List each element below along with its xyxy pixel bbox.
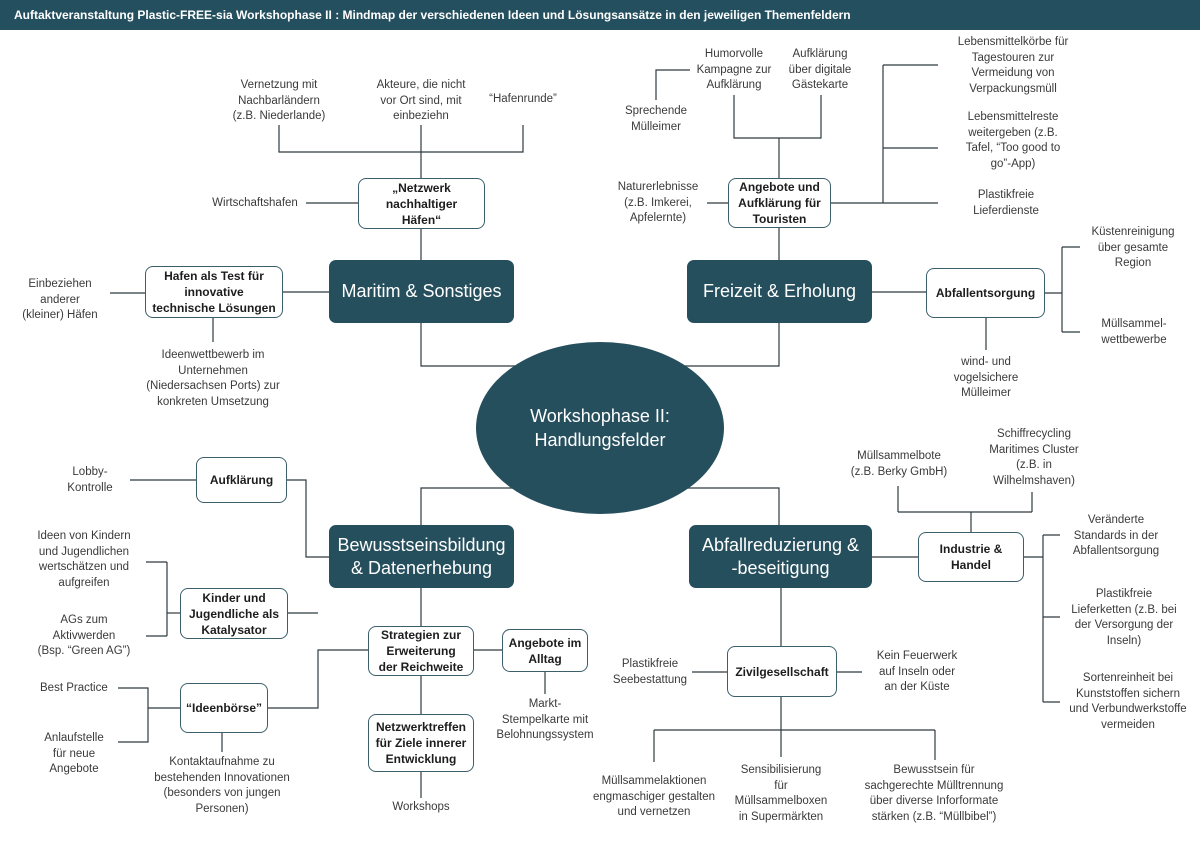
subtopic-industrie-handel-label: Industrie & Handel <box>939 542 1003 572</box>
subtopic-ideenboerse: “Ideenbörse” <box>180 683 268 733</box>
topic-maritim: Maritim & Sonstiges <box>329 260 514 323</box>
subtopic-abfallentsorgung-label: Abfallentsorgung <box>935 286 1036 300</box>
subtopic-strategien-reichweite-label: Strategien zur Erweiterung der Reichweit… <box>378 628 464 674</box>
topic-freizeit: Freizeit & Erholung <box>687 260 872 323</box>
leaf-einbeziehen: Einbeziehen anderer (kleiner) Häfen <box>22 278 98 321</box>
subtopic-netzwerk-haefen-label: „Netzwerk nachhaltiger Häfen“ <box>385 180 458 227</box>
leaf-muellsammelaktionen: Müllsammelaktionen engmaschiger gestalte… <box>592 775 716 818</box>
leaf-naturerlebnisse: Naturerlebnisse (z.B. Imkerei, Apfelernt… <box>617 181 699 224</box>
leaf-ideen-kinder: Ideen von Kindern und Jugendlichen werts… <box>37 530 131 589</box>
leaf-schiffrecycling: Schiffrecycling Maritimes Cluster (z.B. … <box>989 428 1079 487</box>
leaf-ideenwettbewerb: Ideenwettbewerb im Unternehmen (Niedersa… <box>146 349 280 408</box>
leaf-akteure: Akteure, die nicht vor Ort sind, mit ein… <box>376 79 466 122</box>
topic-abfall: Abfallreduzierung & -beseitigung <box>689 525 872 588</box>
subtopic-ideenboerse-label: “Ideenbörse” <box>185 701 263 715</box>
topic-bewusstsein-label: Bewusstseinsbildung & Datenerhebung <box>337 534 506 578</box>
leaf-wind-vogelsichere: wind- und vogelsichere Mülleimer <box>953 356 1019 399</box>
subtopic-netzwerktreffen: Netzwerktreffen für Ziele innerer Entwic… <box>368 714 474 772</box>
topic-bewusstsein: Bewusstseinsbildung & Datenerhebung <box>329 525 514 588</box>
leaf-veraenderte-standards: Veränderte Standards in der Abfallentsor… <box>1072 514 1160 557</box>
subtopic-aufklaerung-label: Aufklärung <box>209 473 274 487</box>
subtopic-kinder-jugendliche-label: Kinder und Jugendliche als Katalysator <box>188 590 280 637</box>
topic-abfall-label: Abfallreduzierung & -beseitigung <box>701 534 860 578</box>
topic-freizeit-label: Freizeit & Erholung <box>702 281 857 301</box>
subtopic-angebote-alltag-label: Angebote im Alltag <box>508 635 582 666</box>
leaf-ags-aktivwerden: AGs zum Aktivwerden (Bsp. “Green AG”) <box>37 614 131 657</box>
subtopic-zivilgesellschaft-label: Zivilgesellschaft <box>735 664 829 679</box>
subtopic-zivilgesellschaft: Zivilgesellschaft <box>727 646 837 697</box>
leaf-markt-stempelkarte: Markt- Stempelkarte mit Belohnungssystem <box>496 698 594 741</box>
subtopic-angebote-alltag: Angebote im Alltag <box>502 629 588 672</box>
center-node: Workshophase II: Handlungsfelder <box>476 342 724 514</box>
subtopic-industrie-handel: Industrie & Handel <box>918 532 1024 582</box>
leaf-bewusstsein-muelltrennung: Bewusstsein für sachgerechte Mülltrennun… <box>864 764 1004 823</box>
center-node-label: Workshophase II: Handlungsfelder <box>530 406 670 450</box>
leaf-lebensmittelkoerbe: Lebensmittelkörbe für Tagestouren zur Ve… <box>957 36 1069 95</box>
leaf-wirtschaftshafen: Wirtschaftshafen <box>212 197 298 209</box>
subtopic-abfallentsorgung: Abfallentsorgung <box>926 268 1045 318</box>
leaf-sortenreinheit: Sortenreinheit bei Kunststoffen sichern … <box>1069 672 1187 731</box>
leaf-muellsammelbote: Müllsammelbote (z.B. Berky GmbH) <box>850 450 948 478</box>
leaf-lobby-kontrolle: Lobby- Kontrolle <box>67 466 113 494</box>
leaf-kein-feuerwerk: Kein Feuerwerk auf Inseln oder an der Kü… <box>876 650 958 693</box>
subtopic-kinder-jugendliche: Kinder und Jugendliche als Katalysator <box>180 588 288 639</box>
subtopic-hafen-test: Hafen als Test für innovative technische… <box>145 266 283 318</box>
subtopic-aufklaerung: Aufklärung <box>196 457 287 503</box>
leaf-muellsammel-wettbewerbe: Müllsammel- wettbewerbe <box>1101 318 1167 346</box>
leaf-lebensmittelreste: Lebensmittelreste weitergeben (z.B. Tafe… <box>965 111 1061 170</box>
leaf-sensibilisierung: Sensibilisierung für Müllsammelboxen in … <box>734 764 828 823</box>
subtopic-netzwerk-haefen: „Netzwerk nachhaltiger Häfen“ <box>358 178 485 229</box>
leaf-kontaktaufnahme: Kontaktaufnahme zu bestehenden Innovatio… <box>154 756 290 815</box>
subtopic-angebote-touristen-label: Angebote und Aufklärung für Touristen <box>738 180 821 226</box>
leaf-aufklaerung-gaestekarte: Aufklärung über digitale Gästekarte <box>788 48 852 91</box>
leaf-plastikfreie-seebestattung: Plastikfreie Seebestattung <box>612 658 688 686</box>
leaf-kuestenreinigung: Küstenreinigung über gesamte Region <box>1091 226 1175 269</box>
leaf-sprechende-muelleimer: Sprechende Mülleimer <box>624 105 688 133</box>
subtopic-hafen-test-label: Hafen als Test für innovative technische… <box>152 269 276 315</box>
leaf-plastikfreie-lieferdienste: Plastikfreie Lieferdienste <box>973 189 1039 217</box>
leaf-anlaufstelle: Anlaufstelle für neue Angebote <box>44 732 104 775</box>
leaf-plastikfreie-lieferketten: Plastikfreie Lieferketten (z.B. bei der … <box>1071 588 1177 647</box>
leaf-hafenrunde: “Hafenrunde” <box>489 93 557 105</box>
leaf-workshops: Workshops <box>392 801 450 813</box>
topic-maritim-label: Maritim & Sonstiges <box>341 281 502 301</box>
subtopic-angebote-touristen: Angebote und Aufklärung für Touristen <box>728 178 831 228</box>
subtopic-strategien-reichweite: Strategien zur Erweiterung der Reichweit… <box>368 626 474 676</box>
leaf-humorvolle: Humorvolle Kampagne zur Aufklärung <box>696 48 772 91</box>
leaf-vernetzung: Vernetzung mit Nachbarländern (z.B. Nied… <box>232 79 326 122</box>
leaf-best-practice: Best Practice <box>40 682 108 694</box>
subtopic-netzwerktreffen-label: Netzwerktreffen für Ziele innerer Entwic… <box>375 720 467 766</box>
header-title: Auftaktveranstaltung Plastic-FREE-sia Wo… <box>0 0 1200 30</box>
